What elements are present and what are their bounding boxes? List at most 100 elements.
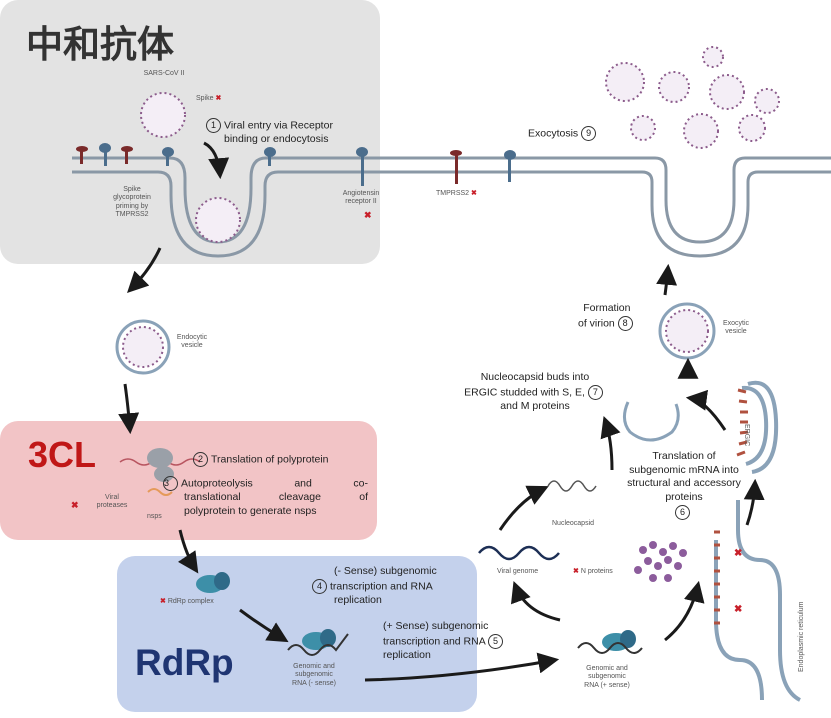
label-rdrp-complex-text: RdRp complex [167,598,214,605]
label-genomic-neg-l1: Genomic and [293,663,335,670]
step-8-number: 8 [617,315,633,331]
step-4-number: 4 [312,578,327,594]
label-endocytic-l1: Endocytic [176,334,208,341]
step-6-line4: proteins [665,490,703,503]
label-nucleocapsid: Nucleocapsid [552,520,595,527]
label-viral-proteases: Viral proteases [87,494,137,511]
inhibit-mark-protease: ✖ [71,500,79,510]
step-1-line1: Viral entry via Receptor [224,119,333,132]
step-3-line3: polyprotein to generate nsps [184,504,317,517]
inhibit-mark-er-top: ✖ [734,548,743,559]
step-9-text: Exocytosis [528,127,579,140]
label-viral-proteases-l2: proteases [96,502,128,510]
step-1-line2: binding or endocytosis [224,133,329,145]
step-8-line2: of virion [578,316,615,329]
step-3-number: 3 [163,476,178,491]
step-6-line2: subgenomic mRNA into [629,463,739,476]
label-spike-priming-l1: Spike [123,186,141,193]
label-genomic-pos-l1: Genomic and [586,665,628,672]
label-sars: SARS-CoV II [143,70,185,77]
rdrp-complexes [196,572,636,651]
step-4-line2: transcription and RNA [330,579,433,592]
label-genomic-pos-l2: subgenomic [588,673,626,681]
rna-pos-strand [577,642,643,654]
label-tmprss2: TMPRSS2 ✖ [436,190,477,198]
step-6-line3: structural and accessory [627,477,741,490]
label-nsps: nsps [147,513,162,520]
label-endoplasmic-reticulum: Endoplasmic reticulum [798,601,805,672]
rna-neg-strand [287,633,349,656]
step-8: Formation of virion 8 [578,302,636,331]
label-ace2-l1: Angiotensin [342,190,380,197]
step-5-line1: (+ Sense) subgenomic [383,620,489,632]
label-genomic-neg-l3: RNA (- sense) [292,679,336,687]
ergic-proteins [714,388,749,625]
step-5-line3: replication [383,648,431,661]
nucleocapsid-strand [547,480,597,492]
label-endocytic-l2: vesicle [181,342,203,350]
step-9: Exocytosis 9 [528,126,599,141]
step-7-line3: and M proteins [500,399,570,412]
polymerase-panel-title: RdRp [135,642,234,683]
label-genomic-neg-l2: subgenomic [295,671,333,679]
label-genomic-pos-l3: RNA (+ sense) [584,681,630,689]
step-5-number: 5 [488,633,504,649]
step-5-line2: transcription and RNA [383,634,486,647]
label-spike-text: Spike [196,95,214,102]
step-4-line1: (- Sense) subgenomic [334,565,437,577]
inhibit-mark-rdrp: ✖ [160,598,166,605]
ergic [741,380,779,474]
label-viral-genome: Viral genome [497,568,539,575]
step-1-number: 1 [206,118,221,133]
step-7: Nucleocapsid buds into ERGIC studded wit… [450,371,620,413]
label-viral-proteases-l1: Viral [105,494,119,501]
label-spike-priming-l3: priming by [115,202,149,210]
label-ace2-l2: receptor II [345,198,377,206]
step-6: Translation of subgenomic mRNA into stru… [614,450,754,520]
antibody-panel-title: 中和抗体 [26,23,174,66]
inhibit-mark-tmprss2: ✖ [471,190,477,197]
label-genomic-pos: Genomic and subgenomic RNA (+ sense) [578,665,636,690]
label-spike: Spike ✖ [196,95,221,103]
step-6-number: 6 [675,504,690,520]
label-spike-priming-l2: glycoprotein [113,194,151,202]
step-5: (+ Sense) subgenomic transcription and R… [383,620,543,662]
label-ace2: Angiotensin receptor II [330,190,392,207]
step-7-line2: ERGIC studded with S, E, [464,385,585,398]
inhibit-mark-ace2: ✖ [364,210,372,220]
label-spike-priming-l4: TMPRSS2 [115,211,149,219]
receptors [76,143,516,186]
step-2-number: 2 [193,452,208,467]
virus-particles [122,46,780,368]
inhibit-mark-er-bottom: ✖ [734,604,743,615]
label-exocytic-vesicle: Exocytic vesicle [716,320,756,337]
inhibit-mark-n-proteins: ✖ [573,568,579,575]
label-n-proteins: ✖ N proteins [573,568,613,576]
step-3-line2: translational cleavage of [184,491,368,503]
step-6-line1: Translation of [652,450,716,462]
protease-panel [0,421,377,540]
step-9-number: 9 [581,126,597,141]
label-exocytic-l2: vesicle [725,328,747,336]
step-8-line1: Formation [583,302,631,314]
label-tmprss2-text: TMPRSS2 [436,190,470,197]
n-protein-dots [634,541,687,582]
inhibit-mark-spike: ✖ [215,95,222,102]
ribosome [119,448,201,496]
step-7-number: 7 [587,384,603,400]
label-endocytic-vesicle: Endocytic vesicle [172,334,212,351]
label-ergic: ERGIC [743,424,750,447]
polymerase-panel [117,556,477,712]
label-n-proteins-text: N proteins [580,568,613,575]
label-spike-priming: Spike glycoprotein priming by TMPRSS2 [105,186,159,220]
label-genomic-neg: Genomic and subgenomic RNA (- sense) [286,663,342,688]
label-rdrp-complex: ✖ RdRp complex [160,598,214,606]
cell-membrane [72,156,831,258]
step-4-line3: replication [334,593,382,606]
endoplasmic-reticulum [714,500,802,702]
